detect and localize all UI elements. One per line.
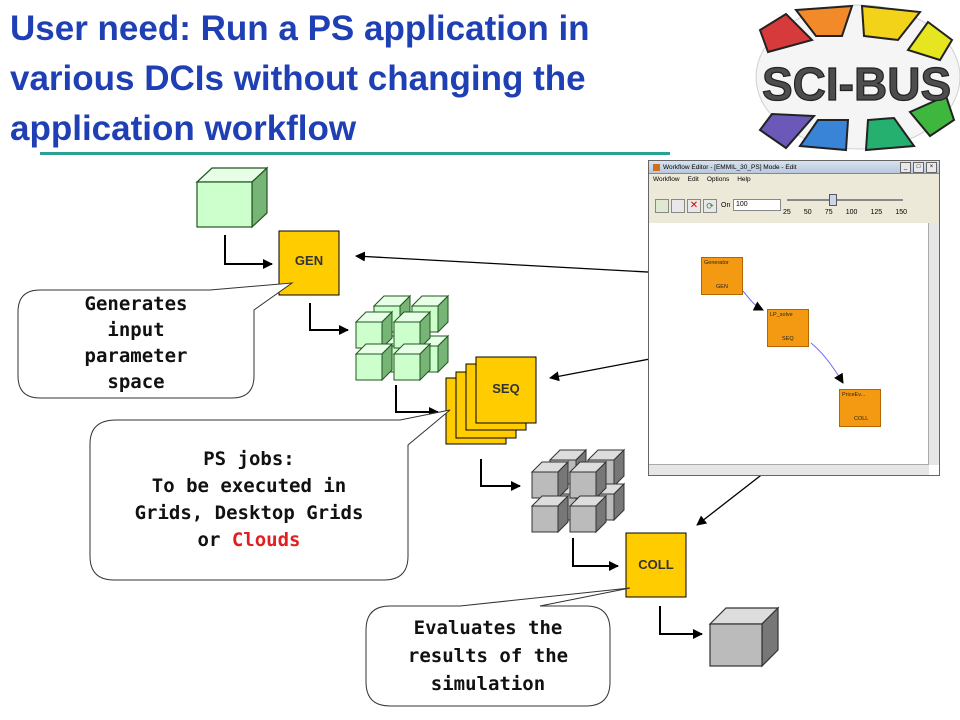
menu-workflow[interactable]: Workflow [653,176,680,183]
zoom-input[interactable]: 100 [733,199,781,211]
slider-tick-label: 50 [803,209,812,216]
menu-help[interactable]: Help [737,176,751,183]
new-node-icon[interactable] [655,199,669,213]
title-line-2: various DCIs without changing the [10,59,586,98]
workflow-edges [742,290,844,384]
title-line-3: application workflow [10,109,357,148]
coll-label: COLL [638,557,674,572]
generates-line: space [107,371,165,393]
vertical-scrollbar[interactable] [928,223,939,465]
generates-bubble [17,282,294,399]
psjobs-line-2: To be executed in [151,475,347,497]
generates-text: Generates input parameter space [20,291,252,395]
slide-title: User need: Run a PS application in vario… [10,4,730,154]
flow-arrow-results-coll [572,538,619,571]
workflow-node-lp-solve[interactable]: LP_solve SEQ [767,309,809,347]
flow-arrow-seq-results [480,459,521,491]
maximize-button[interactable]: □ [913,161,924,173]
slider-tick-label: 100 [845,209,858,216]
close-button[interactable]: × [926,161,937,173]
evaluates-line: Evaluates the [413,617,563,639]
seq-box-stack [445,356,537,445]
evaluates-bubble [365,587,631,707]
generates-line: input [107,319,165,341]
app-icon [653,163,660,171]
sci-bus-logo: SCI-BUS [755,4,960,152]
psjobs-bubble [89,409,451,581]
title-line-1: User need: Run a PS application in [10,9,590,48]
evaluates-text: Evaluates the results of the simulation [368,614,608,698]
evaluates-line: simulation [430,673,546,695]
psjobs-clouds: Clouds [231,529,301,551]
slider-tick-label: 150 [895,209,907,216]
psjobs-or: or [197,529,232,551]
flow-arrow-coll-output [659,606,703,639]
logo-text: SCI-BUS [762,58,951,110]
node-name: LP_solve [770,312,793,318]
output-cube [708,606,780,668]
node-type: COLL [854,416,869,422]
workflow-canvas[interactable]: Generator GEN LP_solve SEQ PriceEv... CO… [649,223,929,465]
flow-arrow-input-gen [224,235,273,269]
flow-arrow-params-seq [395,385,439,417]
input-cube [195,166,269,229]
parameter-cube-cluster [355,295,449,381]
generates-line: Generates [84,293,188,315]
psjobs-text: PS jobs: To be executed in Grids, Deskto… [92,446,406,554]
psjobs-line-3: Grids, Desktop Grids [134,502,364,524]
slider-tick-label: 25 [783,209,791,216]
psjobs-line-1: PS jobs: [203,448,295,470]
seq-label: SEQ [492,381,520,396]
result-cube-cluster [531,449,625,533]
menu-edit[interactable]: Edit [687,176,699,183]
link-arrow-generator [355,251,703,276]
menu-bar: Workflow Edit Options Help [649,174,939,185]
window-titlebar: Workflow Editor - [EMMIL_30_PS] Mode - E… [649,161,939,174]
refresh-icon[interactable]: ⟳ [703,199,717,213]
minimize-button[interactable]: _ [900,161,911,173]
horizontal-scrollbar[interactable] [649,464,929,475]
menu-options[interactable]: Options [706,176,730,183]
zoom-slider[interactable] [787,193,903,206]
node-type: SEQ [782,336,794,342]
toolbar: ✕ ⟳ On 100 25 50 75 100 125 150 [649,185,939,224]
coll-box [625,532,687,598]
generates-line: parameter [84,345,188,367]
node-name: Generator [704,260,729,266]
workflow-node-price-eval[interactable]: PriceEv... COLL [839,389,881,427]
node-type: GEN [716,284,728,290]
title-underline [40,152,670,155]
slider-tick-label: 75 [824,209,833,216]
evaluates-line: results of the [407,645,569,667]
slider-tick-label: 125 [870,209,883,216]
node-name: PriceEv... [842,392,866,398]
copy-icon[interactable] [671,199,685,213]
on-label: On [721,202,731,209]
window-title: Workflow Editor - [EMMIL_30_PS] Mode - E… [663,163,797,171]
workflow-editor-window: Workflow Editor - [EMMIL_30_PS] Mode - E… [648,160,940,476]
flow-arrow-gen-params [309,303,349,335]
psjobs-line-4: or Clouds [92,527,406,554]
delete-icon[interactable]: ✕ [687,199,701,213]
gen-label: GEN [294,253,324,268]
slider-thumb[interactable] [828,194,837,206]
slider-ticks: 25 50 75 100 125 150 [783,209,907,216]
workflow-node-generator[interactable]: Generator GEN [701,257,743,295]
